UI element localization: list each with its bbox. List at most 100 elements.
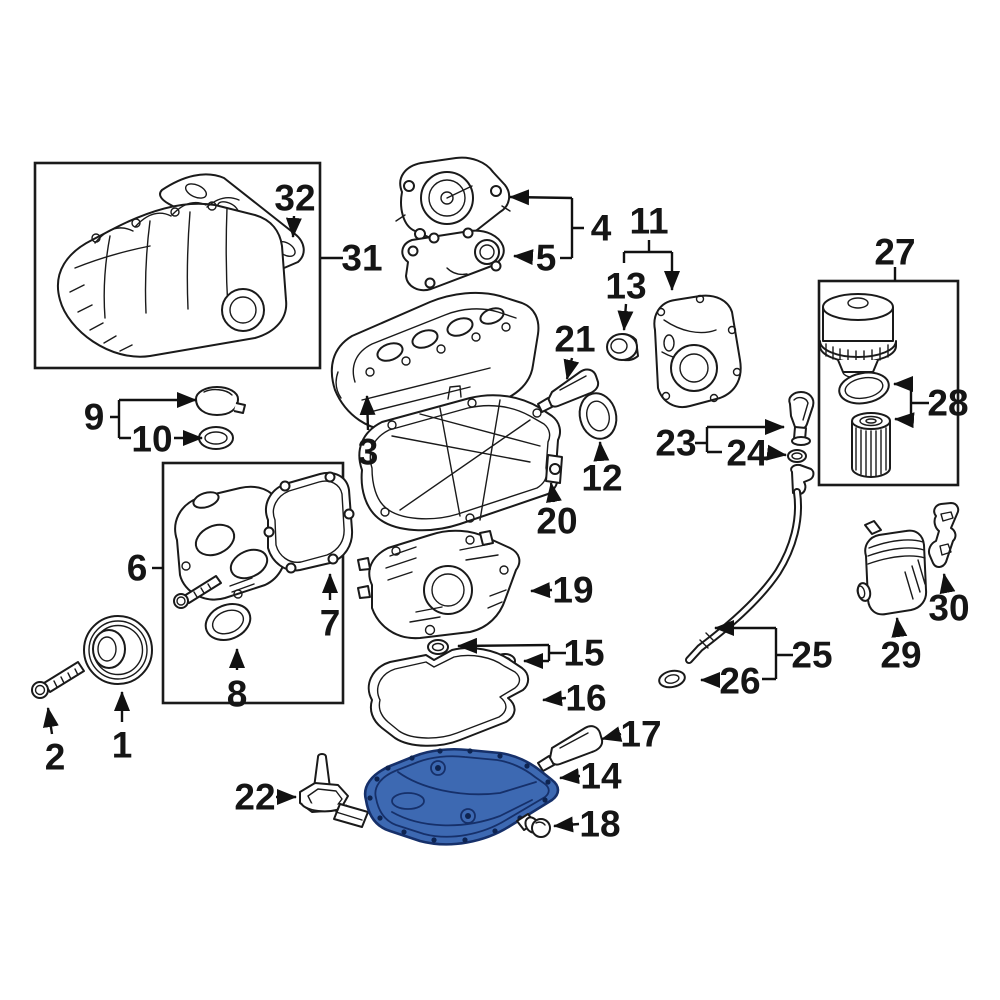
part-29-oil-cooler-drawing bbox=[856, 520, 928, 616]
group-box-intake-manifold bbox=[33, 161, 322, 370]
callout-2: 2 bbox=[42, 707, 66, 778]
callout-12-label: 12 bbox=[581, 458, 622, 499]
part-27-oil-filter-cap-drawing bbox=[819, 293, 897, 379]
callout-32-label: 32 bbox=[274, 178, 315, 219]
callout-30: 30 bbox=[928, 573, 970, 629]
callout-27: 27 bbox=[874, 232, 916, 281]
part-1-crankshaft-pulley-drawing bbox=[83, 615, 153, 685]
part-9-oil-filler-cap-drawing bbox=[195, 386, 246, 416]
part-16-oil-pan-gasket-drawing bbox=[367, 647, 530, 747]
part-30-cooler-gasket-drawing bbox=[927, 502, 960, 568]
callout-17-label: 17 bbox=[620, 714, 661, 755]
callout-24-label: 24 bbox=[726, 433, 768, 474]
callout-5: 5 bbox=[513, 238, 572, 279]
callout-31: 31 bbox=[321, 238, 383, 279]
part-8-o-ring-drawing bbox=[204, 603, 252, 641]
callout-22-label: 22 bbox=[234, 777, 275, 818]
callout-3-label: 3 bbox=[358, 432, 379, 473]
group-box-oil-filter-kit bbox=[817, 279, 960, 487]
part-6-upper-timing-cover-drawing bbox=[174, 485, 287, 601]
part-21-sealant-tube-drawing bbox=[537, 368, 600, 413]
callout-6: 6 bbox=[127, 548, 164, 589]
callout-11-label: 11 bbox=[629, 201, 668, 242]
callout-5-label: 5 bbox=[536, 238, 557, 279]
callout-4: 4 bbox=[509, 189, 612, 258]
callout-29: 29 bbox=[880, 617, 922, 676]
callout-23: 23 bbox=[655, 419, 785, 464]
callout-25-label: 25 bbox=[791, 635, 832, 676]
part-7-timing-cover-gasket-drawing bbox=[263, 471, 355, 574]
callout-3: 3 bbox=[358, 395, 379, 473]
callout-12: 12 bbox=[581, 441, 623, 499]
part-22-oil-level-sensor-drawing bbox=[299, 753, 369, 828]
callout-21: 21 bbox=[554, 319, 596, 380]
callout-23-label: 23 bbox=[655, 423, 696, 464]
part-28-filter-element-drawing bbox=[851, 412, 891, 478]
callout-9-label: 9 bbox=[84, 397, 105, 438]
callout-13-label: 13 bbox=[605, 266, 646, 307]
callout-27-label: 27 bbox=[874, 232, 915, 273]
part-26-tube-o-ring-drawing bbox=[658, 669, 686, 689]
callout-7-label: 7 bbox=[320, 603, 341, 644]
part-11-timing-cover-drawing bbox=[653, 294, 742, 408]
callout-4-label: 4 bbox=[591, 208, 612, 249]
callout-18: 18 bbox=[553, 804, 621, 845]
callout-26: 26 bbox=[700, 661, 761, 702]
callout-1: 1 bbox=[112, 691, 133, 766]
callout-28-label: 28 bbox=[927, 383, 968, 424]
callout-15-label: 15 bbox=[563, 633, 604, 674]
callout-22: 22 bbox=[234, 777, 297, 818]
callout-31-label: 31 bbox=[341, 238, 382, 279]
timing-cover-bolt-drawing bbox=[173, 575, 222, 609]
callout-26-label: 26 bbox=[719, 661, 760, 702]
part-14-lower-oil-pan-drawing bbox=[363, 747, 560, 846]
callout-13: 13 bbox=[605, 266, 647, 331]
callout-1-label: 1 bbox=[112, 725, 133, 766]
callouts: 1 2 3 4 5 6 7 8 bbox=[42, 178, 970, 845]
part-10-filler-cap-seal-drawing bbox=[198, 426, 234, 450]
callout-28: 28 bbox=[893, 376, 969, 429]
callout-14: 14 bbox=[559, 756, 622, 797]
callout-9: 9 bbox=[84, 392, 197, 440]
callout-25: 25 bbox=[714, 620, 833, 681]
callout-16: 16 bbox=[542, 678, 607, 719]
callout-17: 17 bbox=[601, 714, 662, 755]
part-2-pulley-bolt-drawing bbox=[31, 661, 85, 699]
part-4-oil-separator-housing-drawing bbox=[395, 156, 511, 243]
callout-30-label: 30 bbox=[928, 588, 969, 629]
callout-20-label: 20 bbox=[536, 501, 577, 542]
part-12-crankshaft-seal-drawing bbox=[578, 392, 618, 440]
group-box-timing-cover-kit bbox=[161, 461, 345, 705]
part-23-dipstick-funnel-drawing bbox=[788, 391, 815, 446]
callout-21-label: 21 bbox=[554, 319, 595, 360]
callout-10: 10 bbox=[131, 419, 203, 460]
callout-24: 24 bbox=[726, 433, 787, 474]
callout-14-label: 14 bbox=[580, 756, 622, 797]
callout-16-label: 16 bbox=[565, 678, 606, 719]
callout-8: 8 bbox=[227, 648, 248, 715]
callout-20: 20 bbox=[536, 482, 578, 542]
callout-19: 19 bbox=[530, 570, 594, 611]
callout-10-label: 10 bbox=[131, 419, 172, 460]
callout-18-label: 18 bbox=[579, 804, 620, 845]
callout-7: 7 bbox=[320, 573, 341, 644]
callout-6-label: 6 bbox=[127, 548, 148, 589]
callout-19-label: 19 bbox=[552, 570, 593, 611]
part-19-oil-baffle-drawing bbox=[357, 529, 521, 640]
part-20-upper-oil-pan-drawing bbox=[358, 385, 563, 532]
part-28-filter-o-ring-drawing bbox=[838, 371, 890, 405]
callout-15: 15 bbox=[457, 633, 605, 674]
part-13-sealing-cap-drawing bbox=[606, 332, 639, 362]
part-25-dipstick-guide-tube-drawing bbox=[685, 463, 815, 664]
callout-2-label: 2 bbox=[45, 737, 66, 778]
part-5-separator-gasket-drawing bbox=[401, 227, 505, 292]
part-18-drain-plug-drawing bbox=[516, 813, 551, 838]
part-17-sealant-tube-drawing bbox=[537, 725, 604, 772]
callout-32: 32 bbox=[274, 178, 316, 238]
callout-8-label: 8 bbox=[227, 674, 248, 715]
part-24-dipstick-tube-o-ring-drawing bbox=[787, 449, 807, 463]
callout-11: 11 bbox=[622, 201, 680, 291]
part-31-intake-manifold-drawing bbox=[56, 197, 288, 358]
